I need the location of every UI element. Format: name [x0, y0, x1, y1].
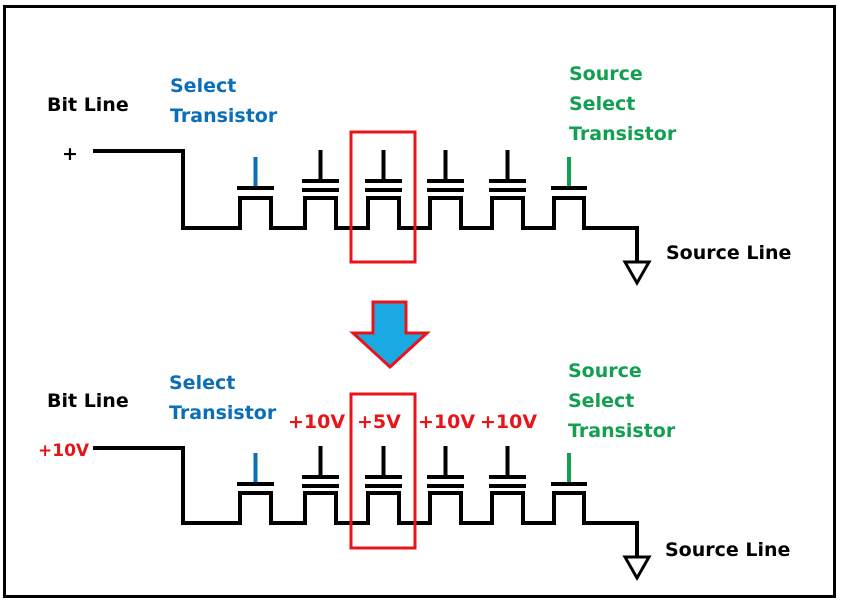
- cell-voltage-2: +5V: [357, 411, 401, 433]
- panel-after: Bit Line +10V Select Transistor Source S…: [38, 360, 790, 582]
- cell-voltage-1: +10V: [288, 411, 345, 433]
- bit-line-wire: [93, 446, 639, 559]
- select-transistor-label-line2: Transistor: [169, 402, 277, 424]
- selected-cell-highlight: [349, 130, 417, 264]
- source-select-label-line2: Select: [569, 93, 635, 115]
- bit-line-wire: [93, 149, 639, 264]
- source-select-label-line3: Transistor: [569, 123, 677, 145]
- nand-string-circuit: [93, 392, 652, 582]
- bit-line-label: Bit Line: [47, 390, 129, 412]
- selected-cell-highlight: [349, 392, 417, 550]
- bit-line-voltage: +10V: [38, 441, 90, 461]
- panel-before: Bit Line + Select Transistor Source Sele…: [47, 63, 791, 287]
- diagram-frame: [3, 5, 836, 598]
- ground-icon: [622, 555, 652, 582]
- source-line-label: Source Line: [666, 242, 791, 264]
- source-line-label: Source Line: [665, 539, 790, 561]
- select-transistor-label-line2: Transistor: [170, 105, 278, 127]
- source-select-label-line2: Select: [568, 390, 634, 412]
- cell-voltage-4: +10V: [480, 411, 537, 433]
- ground-icon: [622, 260, 652, 287]
- nand-string-circuit: [93, 130, 652, 287]
- source-select-label-line1: Source: [568, 360, 642, 382]
- select-transistor-label-line1: Select: [169, 372, 235, 394]
- cell-voltage-3: +10V: [418, 411, 475, 433]
- bit-line-label: Bit Line: [47, 94, 129, 116]
- source-select-label-line3: Transistor: [568, 420, 676, 442]
- source-select-label-line1: Source: [569, 63, 643, 85]
- bit-line-terminal: +: [62, 143, 78, 165]
- select-transistor-label-line1: Select: [170, 75, 236, 97]
- down-arrow-icon: [349, 300, 431, 370]
